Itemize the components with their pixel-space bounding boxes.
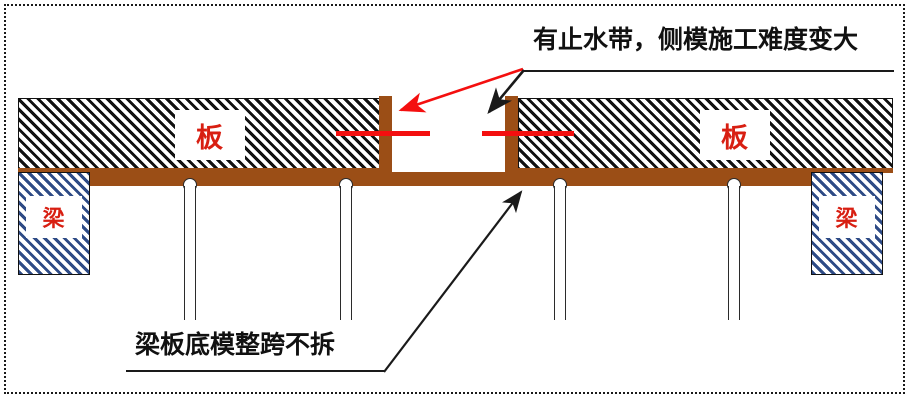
slab-label-left-text: 板 <box>196 122 224 154</box>
rebar-left-outer <box>392 131 430 136</box>
soffit-formwork-right <box>505 172 811 186</box>
rebar-right-outer <box>482 131 518 136</box>
prop-stem-4 <box>728 186 740 320</box>
prop-stem-2 <box>340 186 352 320</box>
beam-label-right-box: 梁 <box>819 196 875 238</box>
beam-label-right-text: 梁 <box>835 207 859 232</box>
soffit-formwork-gap <box>392 172 505 186</box>
soffit-bearing-line-right <box>505 168 893 173</box>
slab-label-right-text: 板 <box>721 122 749 154</box>
prop-stem-1 <box>184 186 196 320</box>
beam-label-left-box: 梁 <box>26 196 82 238</box>
diagram-border <box>4 4 905 394</box>
rebar-left-inner <box>336 131 392 136</box>
beam-label-left-text: 梁 <box>42 207 66 232</box>
top-callout-underline <box>522 70 894 72</box>
soffit-bearing-line-left <box>18 168 392 173</box>
bottom-callout-underline <box>126 370 384 372</box>
slab-label-left-box: 板 <box>175 110 245 160</box>
bottom-callout-text: 梁板底模整跨不拆 <box>135 330 336 359</box>
slab-label-right-box: 板 <box>700 110 770 160</box>
prop-stem-3 <box>554 186 566 320</box>
rebar-right-inner <box>518 131 574 136</box>
soffit-formwork-left <box>90 172 392 186</box>
top-callout-text: 有止水带，侧模施工难度变大 <box>533 25 859 54</box>
